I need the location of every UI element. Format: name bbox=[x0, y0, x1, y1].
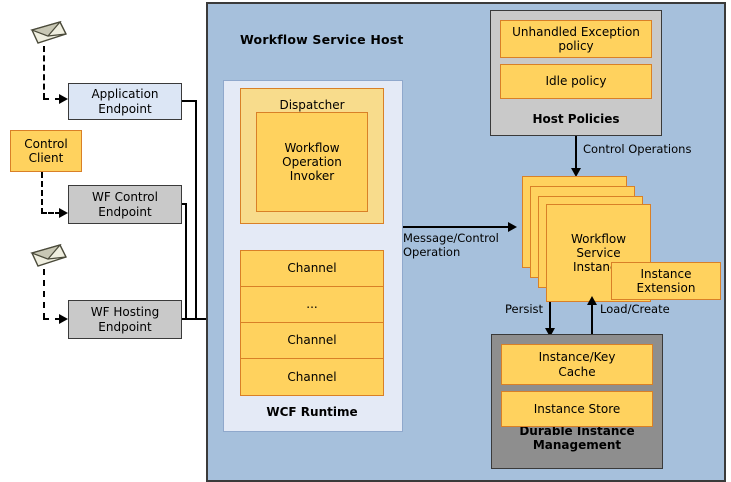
arrow-message-control-operation bbox=[508, 222, 517, 232]
bus-vertical-control bbox=[185, 203, 187, 319]
wf-control-endpoint-box[interactable]: WF Control Endpoint bbox=[68, 185, 182, 224]
load-create-label: Load/Create bbox=[600, 302, 670, 316]
control-client-box[interactable]: Control Client bbox=[10, 130, 82, 172]
workflow-service-instance-box[interactable]: Workflow Service Instance bbox=[546, 204, 651, 302]
connector-envelope-to-wf-hosting-endpoint bbox=[43, 269, 45, 319]
connector-envelope-to-application-endpoint bbox=[43, 46, 45, 99]
instance-key-cache-box[interactable]: Instance/Key Cache bbox=[501, 344, 653, 385]
bus-line-hosting bbox=[182, 318, 215, 320]
host-policies-title: Host Policies bbox=[532, 112, 620, 126]
workflow-operation-invoker-box[interactable]: Workflow Operation Invoker bbox=[256, 112, 368, 212]
connector-persist bbox=[549, 302, 551, 334]
bus-line-control bbox=[182, 203, 187, 205]
instance-store-box[interactable]: Instance Store bbox=[501, 391, 653, 427]
channel-row[interactable]: Channel bbox=[240, 250, 384, 286]
message-control-operation-label: Message/Control Operation bbox=[403, 231, 499, 259]
arrow-to-wf-control-endpoint bbox=[59, 208, 68, 218]
channel-row[interactable]: ... bbox=[240, 286, 384, 322]
arrow-persist bbox=[545, 328, 555, 337]
connector-load-create bbox=[591, 302, 593, 338]
channel-row[interactable]: Channel bbox=[240, 322, 384, 358]
connector-message-control-operation bbox=[403, 226, 513, 228]
channel-row[interactable]: Channel bbox=[240, 358, 384, 396]
wf-hosting-endpoint-box[interactable]: WF Hosting Endpoint bbox=[68, 300, 182, 339]
connector-envelope-to-wf-hosting-endpoint-h bbox=[43, 318, 61, 320]
connector-control-operations bbox=[575, 136, 577, 172]
application-endpoint-box[interactable]: Application Endpoint bbox=[68, 83, 182, 120]
arrow-to-wf-hosting-endpoint bbox=[59, 314, 68, 324]
arrow-to-application-endpoint bbox=[59, 94, 68, 104]
unhandled-exception-policy-box[interactable]: Unhandled Exception policy bbox=[500, 20, 652, 58]
idle-policy-box[interactable]: Idle policy bbox=[500, 64, 652, 99]
persist-label: Persist bbox=[505, 302, 544, 316]
connector-control-client-to-wf-control-endpoint-h bbox=[41, 212, 61, 214]
instance-extension-box[interactable]: Instance Extension bbox=[611, 262, 721, 300]
wcf-runtime-title: WCF Runtime bbox=[266, 405, 358, 419]
control-operations-label: Control Operations bbox=[583, 142, 692, 156]
envelope-icon bbox=[30, 243, 67, 267]
envelope-icon bbox=[30, 20, 67, 44]
bus-line-application bbox=[182, 100, 197, 102]
arrow-load-create bbox=[587, 296, 597, 305]
workflow-service-host-title: Workflow Service Host bbox=[240, 32, 404, 47]
connector-control-client-to-wf-control-endpoint bbox=[41, 172, 43, 214]
connector-envelope-to-application-endpoint-h bbox=[43, 98, 61, 100]
bus-vertical-application bbox=[195, 100, 197, 319]
arrow-control-operations bbox=[571, 168, 581, 177]
durable-instance-management-title: Durable Instance Management bbox=[519, 424, 635, 453]
